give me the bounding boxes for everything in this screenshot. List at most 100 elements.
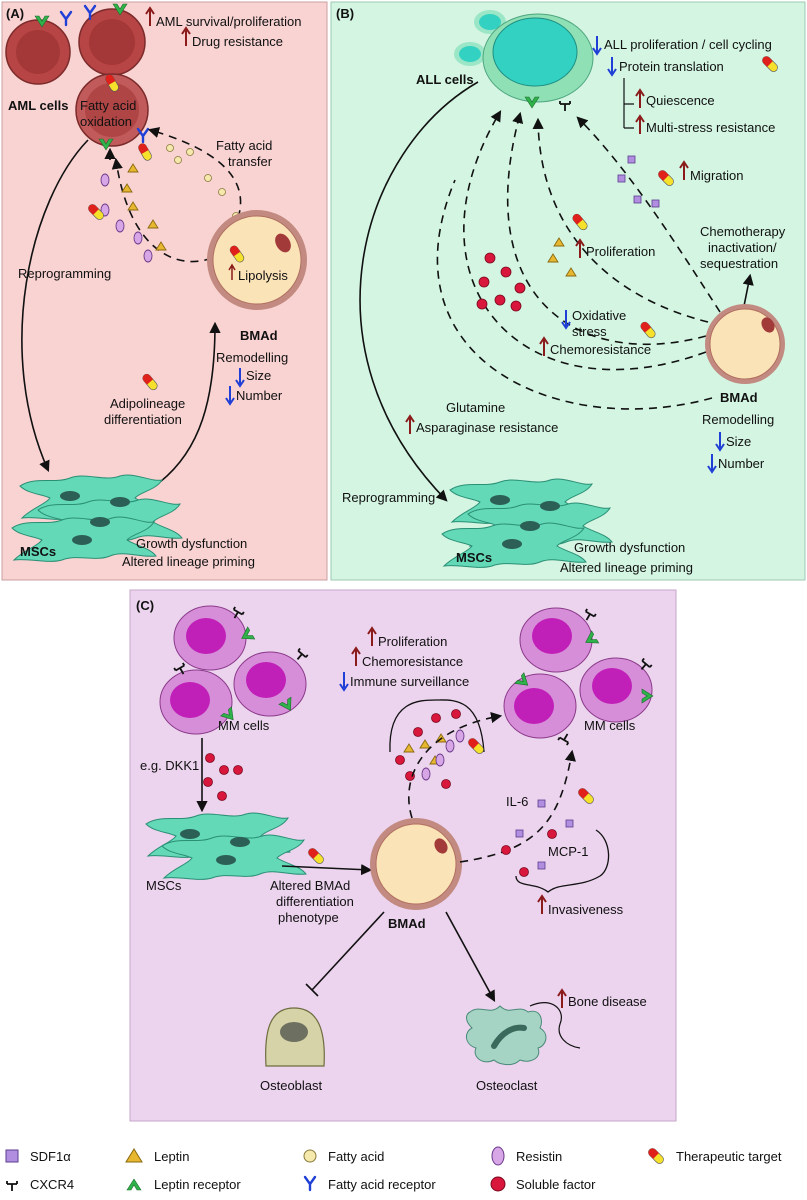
- growth-b-label-2: Altered lineage priming: [560, 560, 693, 575]
- resistin-icons: [100, 173, 153, 263]
- legend-fatty-acid: Fatty acid: [328, 1149, 384, 1164]
- mm-effect-1: Proliferation: [378, 634, 447, 649]
- chemoresistance-b-label: Chemoresistance: [550, 342, 651, 357]
- aml-cells-label-text: AML cells: [8, 98, 68, 113]
- all-cell-cluster: [454, 10, 594, 103]
- adipolineage-label-2: differentiation: [104, 412, 182, 427]
- fatty-acid-dots: [166, 144, 240, 220]
- bone-disease-brace: [529, 1002, 581, 1049]
- mm-cell-cluster-left: [159, 605, 307, 735]
- mm-effect-2: Chemoresistance: [362, 654, 463, 669]
- up-arrow-icon: [539, 336, 549, 356]
- up-arrow-icon: [181, 26, 191, 46]
- legend-therapeutic-target: Therapeutic target: [676, 1149, 782, 1164]
- legend-leptin: Leptin: [154, 1149, 189, 1164]
- all-effect-1: ALL proliferation / cell cycling: [604, 37, 772, 52]
- reprogramming-b-label: Reprogramming: [342, 490, 435, 505]
- leptin-receptor-icon: [126, 1178, 142, 1191]
- mm-effect-3: Immune surveillance: [350, 674, 469, 689]
- invasiveness-label: Invasiveness: [548, 902, 624, 917]
- panel-b-label: (B): [336, 6, 354, 21]
- soluble-factor-icons-c1: [203, 753, 243, 801]
- down-arrow-icon: [707, 454, 717, 474]
- adipolineage-label-1: Adipolineage: [110, 396, 185, 411]
- number-a-label: Number: [236, 388, 283, 403]
- growth-a-label-1: Growth dysfunction: [136, 536, 247, 551]
- chemo-label-1: Chemotherapy: [700, 224, 786, 239]
- up-arrow-icon: [228, 263, 236, 280]
- glutamine-label: Glutamine: [446, 400, 505, 415]
- up-arrow-icon: [351, 646, 361, 666]
- all-cells-label: ALL cells: [416, 72, 474, 87]
- down-arrow-icon: [715, 432, 725, 452]
- fatty-acid-transfer-arrow: [147, 127, 242, 219]
- leptin-icons: [121, 163, 167, 251]
- panel-c: (C) MM cells e.g. DKK1 M: [136, 598, 654, 1093]
- panel-a-label: (A): [6, 6, 24, 21]
- up-arrow-icon: [367, 626, 377, 646]
- up-arrow-icon: [635, 88, 645, 108]
- oxidative-label-2: stress: [572, 324, 607, 339]
- up-arrow-icon: [679, 160, 689, 180]
- osteoblast-inhibition: [305, 911, 385, 997]
- up-arrow-icon: [405, 414, 415, 434]
- adipolineage-arrow: [159, 321, 221, 483]
- chemo-label-3: sequestration: [700, 256, 778, 271]
- proliferation-arrow: [532, 117, 709, 323]
- msc-cluster-b: [441, 478, 613, 568]
- aml-cells-label: AML cells: [8, 98, 68, 113]
- il6-label: IL-6: [506, 794, 528, 809]
- cxcr4-icon: [6, 1180, 18, 1192]
- up-arrow-icon: [635, 114, 645, 134]
- legend-fatty-acid-receptor: Fatty acid receptor: [328, 1177, 436, 1192]
- invasiveness-arrow: [459, 749, 576, 863]
- remodelling-b-label: Remodelling: [702, 412, 774, 427]
- soluble-factor-icon: [490, 1176, 506, 1192]
- chemoresistance-arrow: [506, 111, 707, 345]
- bone-disease-label: Bone disease: [568, 994, 647, 1009]
- proliferation-b-label: Proliferation: [586, 244, 655, 259]
- legend-soluble-factor: Soluble factor: [516, 1177, 596, 1192]
- bmad-c-label: BMAd: [388, 916, 426, 931]
- sdf1a-icons: [617, 155, 660, 208]
- legend-resistin: Resistin: [516, 1149, 562, 1164]
- mm-support-arrow: [408, 712, 503, 819]
- down-arrow-icon: [225, 386, 235, 406]
- fatty-acid-icon: [303, 1149, 317, 1163]
- effect-bracket: [623, 78, 634, 129]
- growth-b-label-1: Growth dysfunction: [574, 540, 685, 555]
- osteoclast-cell: [466, 1005, 547, 1066]
- all-effect-4: Multi-stress resistance: [646, 120, 775, 135]
- altered-bmad-arrow: [281, 863, 373, 876]
- fa-transfer-label-2: transfer: [228, 154, 273, 169]
- aml-effect-2: Drug resistance: [192, 34, 283, 49]
- aml-cell-cluster: [5, 8, 149, 147]
- mscs-a-label: MSCs: [20, 544, 56, 559]
- mm-cell-cluster-right: [503, 607, 653, 739]
- leptin-icons-b: [547, 237, 577, 277]
- osteoblast-label: Osteoblast: [260, 1078, 323, 1093]
- sdf1a-icon: [5, 1149, 19, 1163]
- altered-label-3: phenotype: [278, 910, 339, 925]
- fao-label-1: Fatty acid: [80, 98, 136, 113]
- chemo-label-2: inactivation/: [708, 240, 777, 255]
- aml-effect-1: AML survival/proliferation: [156, 14, 301, 29]
- migration-arrow: [576, 116, 721, 313]
- legend: SDF1α CXCR4 Leptin Leptin receptor Fatty…: [5, 1146, 782, 1192]
- mscs-b-label: MSCs: [456, 550, 492, 565]
- il6-mcp1-icons: [501, 799, 574, 877]
- therapeutic-target-icon: [646, 1146, 666, 1166]
- fa-transfer-label-1: Fatty acid: [216, 138, 272, 153]
- migration-label: Migration: [690, 168, 743, 183]
- down-arrow-icon: [235, 368, 245, 388]
- fatty-acid-receptor-icon: [303, 1175, 317, 1192]
- osteoclast-arrow: [445, 911, 496, 1002]
- resistin-icon: [491, 1146, 505, 1166]
- bmad-cell-a: [207, 210, 307, 310]
- bmad-b-label: BMAd: [720, 390, 758, 405]
- asparaginase-label: Asparaginase resistance: [416, 420, 558, 435]
- altered-label-1: Altered BMAd: [270, 878, 350, 893]
- number-b-label: Number: [718, 456, 765, 471]
- effect-brace-right: [515, 829, 610, 893]
- osteoblast-cell: [265, 1007, 325, 1067]
